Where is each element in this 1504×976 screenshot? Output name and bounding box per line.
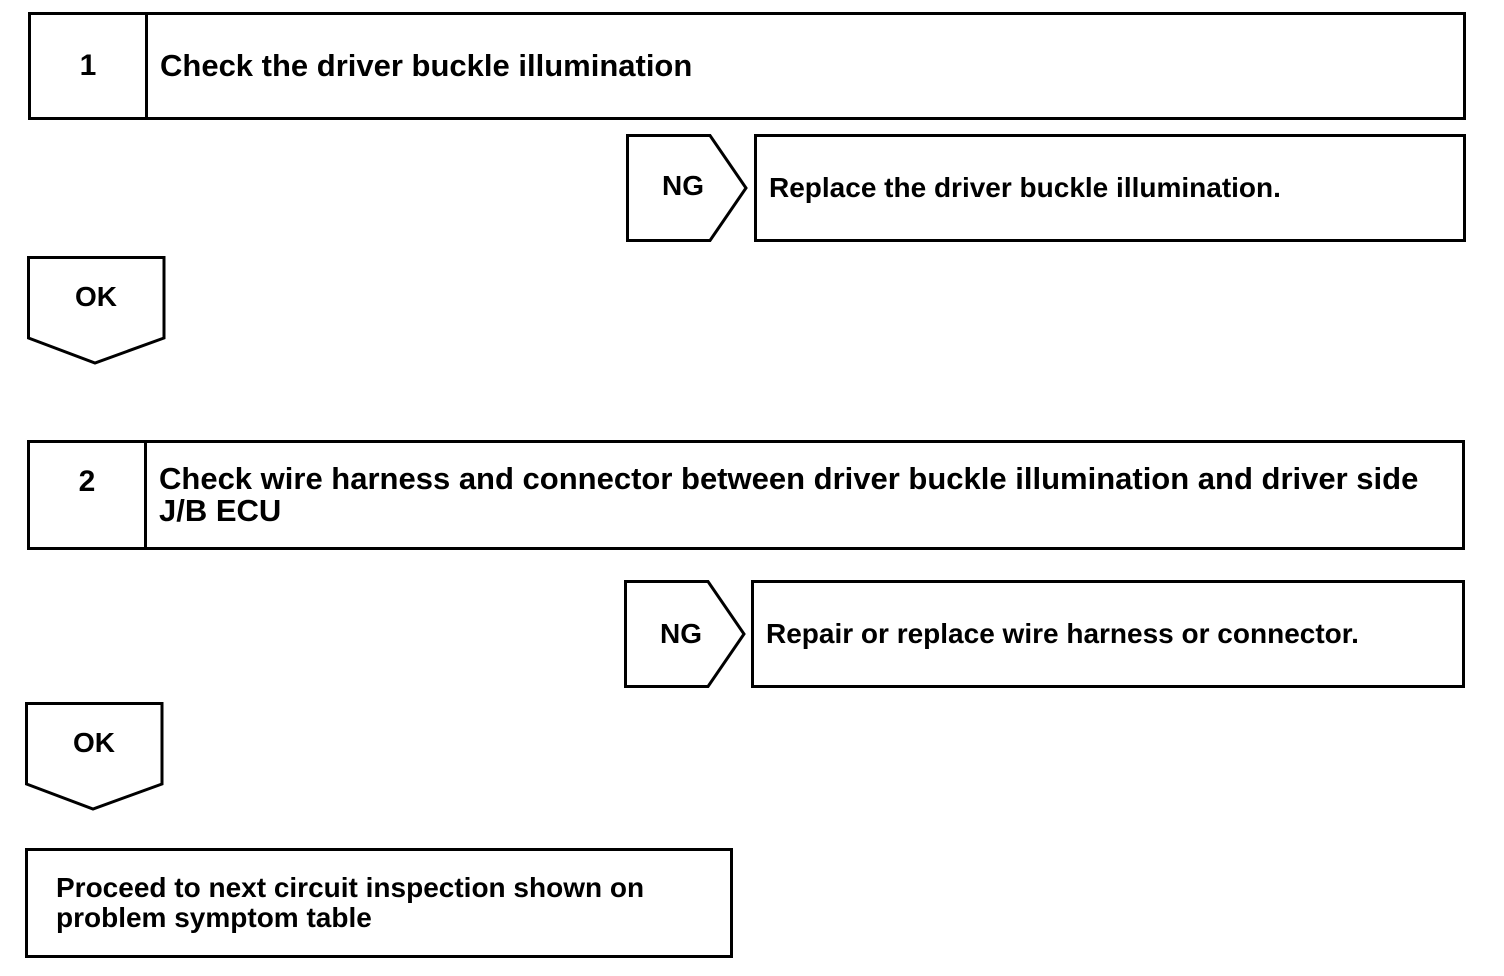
step-2-ok-label: OK	[73, 727, 115, 758]
step-2-ng-action: Repair or replace wire harness or connec…	[751, 580, 1465, 688]
step-1-ng-label: NG	[662, 170, 704, 201]
step-2-number: 2	[30, 443, 147, 547]
step-1-ok-label: OK	[75, 281, 117, 312]
step-2-ng-arrow	[624, 580, 746, 688]
final-step-box: Proceed to next circuit inspection shown…	[25, 848, 733, 958]
step-1-ok-arrow	[27, 256, 166, 365]
step-2-box: 2 Check wire harness and connector betwe…	[27, 440, 1465, 550]
step-1-title: Check the driver buckle illumination	[160, 48, 693, 83]
step-1-ng-arrow	[626, 134, 748, 242]
step-2-ok-arrow	[25, 702, 164, 811]
step-2-ng-label: NG	[660, 618, 702, 649]
step-1-box: 1 Check the driver buckle illumination	[28, 12, 1466, 120]
step-1-number: 1	[31, 15, 148, 117]
step-2-title: Check wire harness and connector between…	[159, 461, 1419, 528]
step-1-ng-action: Replace the driver buckle illumination.	[754, 134, 1466, 242]
